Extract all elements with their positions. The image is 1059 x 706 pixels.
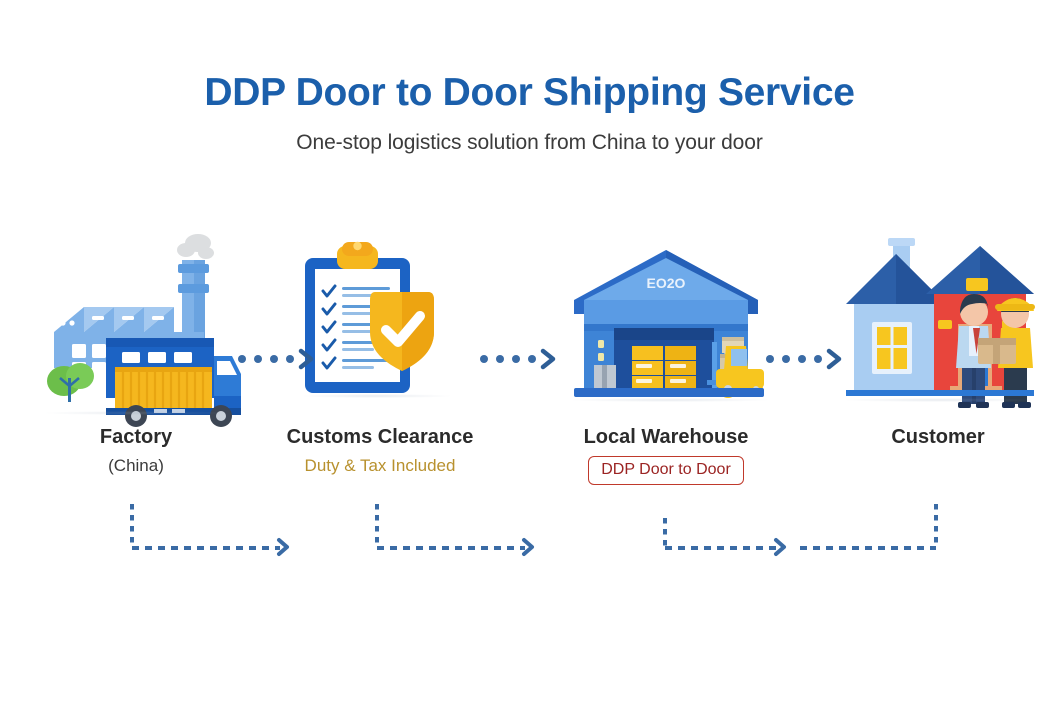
bottom-connectors [0,498,1059,568]
step-customer: Customer [838,228,1038,449]
arrow-dot [512,355,520,363]
step-customer-label: Customer [891,426,985,448]
house-delivery-icon [838,228,1038,418]
connector-1-chevron-icon [277,538,289,556]
step-local-warehouse: EO2O [566,228,770,485]
warehouse-sign-text: EO2O [647,275,686,291]
step-customs-label: Customs Clearance [286,426,474,448]
step-warehouse-label: Local Warehouse [583,426,749,448]
ddp-door-to-door-badge[interactable]: DDP Door to Door [588,456,744,485]
arrow-dot [766,355,774,363]
warehouse-forklift-icon: EO2O [566,228,770,418]
chevron-right-icon [298,348,314,370]
step-factory-sublabel: (China) [108,456,164,475]
connector-2-chevron-icon [522,538,534,556]
step-factory-label: Factory [99,426,173,448]
connector-1-vertical [130,504,134,548]
chevron-right-icon [540,348,556,370]
connector-2-vertical [375,504,379,548]
arrow-dot [798,355,806,363]
connector-3-chevron-icon [774,538,786,556]
arrow-customs-to-warehouse [480,348,556,370]
ground-shadow [44,411,230,415]
arrow-factory-to-customs [238,348,314,370]
process-steps: Factory (China) [0,228,1059,498]
connector-4-vertical [934,504,938,548]
step-customs-sublabel: Duty & Tax Included [304,456,456,475]
ground-shadow [302,394,452,398]
connector-2-horizontal [377,546,525,550]
arrow-warehouse-to-customer [766,348,842,370]
connector-4-horizontal [800,546,936,550]
arrow-dot [254,355,262,363]
arrow-dot [480,355,488,363]
page-subtitle: One-stop logistics solution from China t… [296,130,763,154]
ground-shadow [570,398,770,402]
step-customs-clearance: Customs Clearance Duty & Tax Included [280,228,480,476]
arrow-dot [814,355,822,363]
factory-truck-icon [36,228,241,427]
ground-shadow [844,398,1034,402]
arrow-dot [528,355,536,363]
chevron-right-icon [826,348,842,370]
arrow-dot [782,355,790,363]
arrow-dot [270,355,278,363]
connector-3-horizontal [665,546,777,550]
connector-3-vertical [663,518,667,548]
arrow-dot [286,355,294,363]
arrow-dot [496,355,504,363]
clipboard-shield-icon [280,228,480,418]
arrow-dot [238,355,246,363]
step-factory: Factory (China) [36,228,241,476]
header: DDP Door to Door Shipping Service One-st… [0,0,1059,155]
connector-1-horizontal [132,546,280,550]
page-title: DDP Door to Door Shipping Service [204,71,855,114]
